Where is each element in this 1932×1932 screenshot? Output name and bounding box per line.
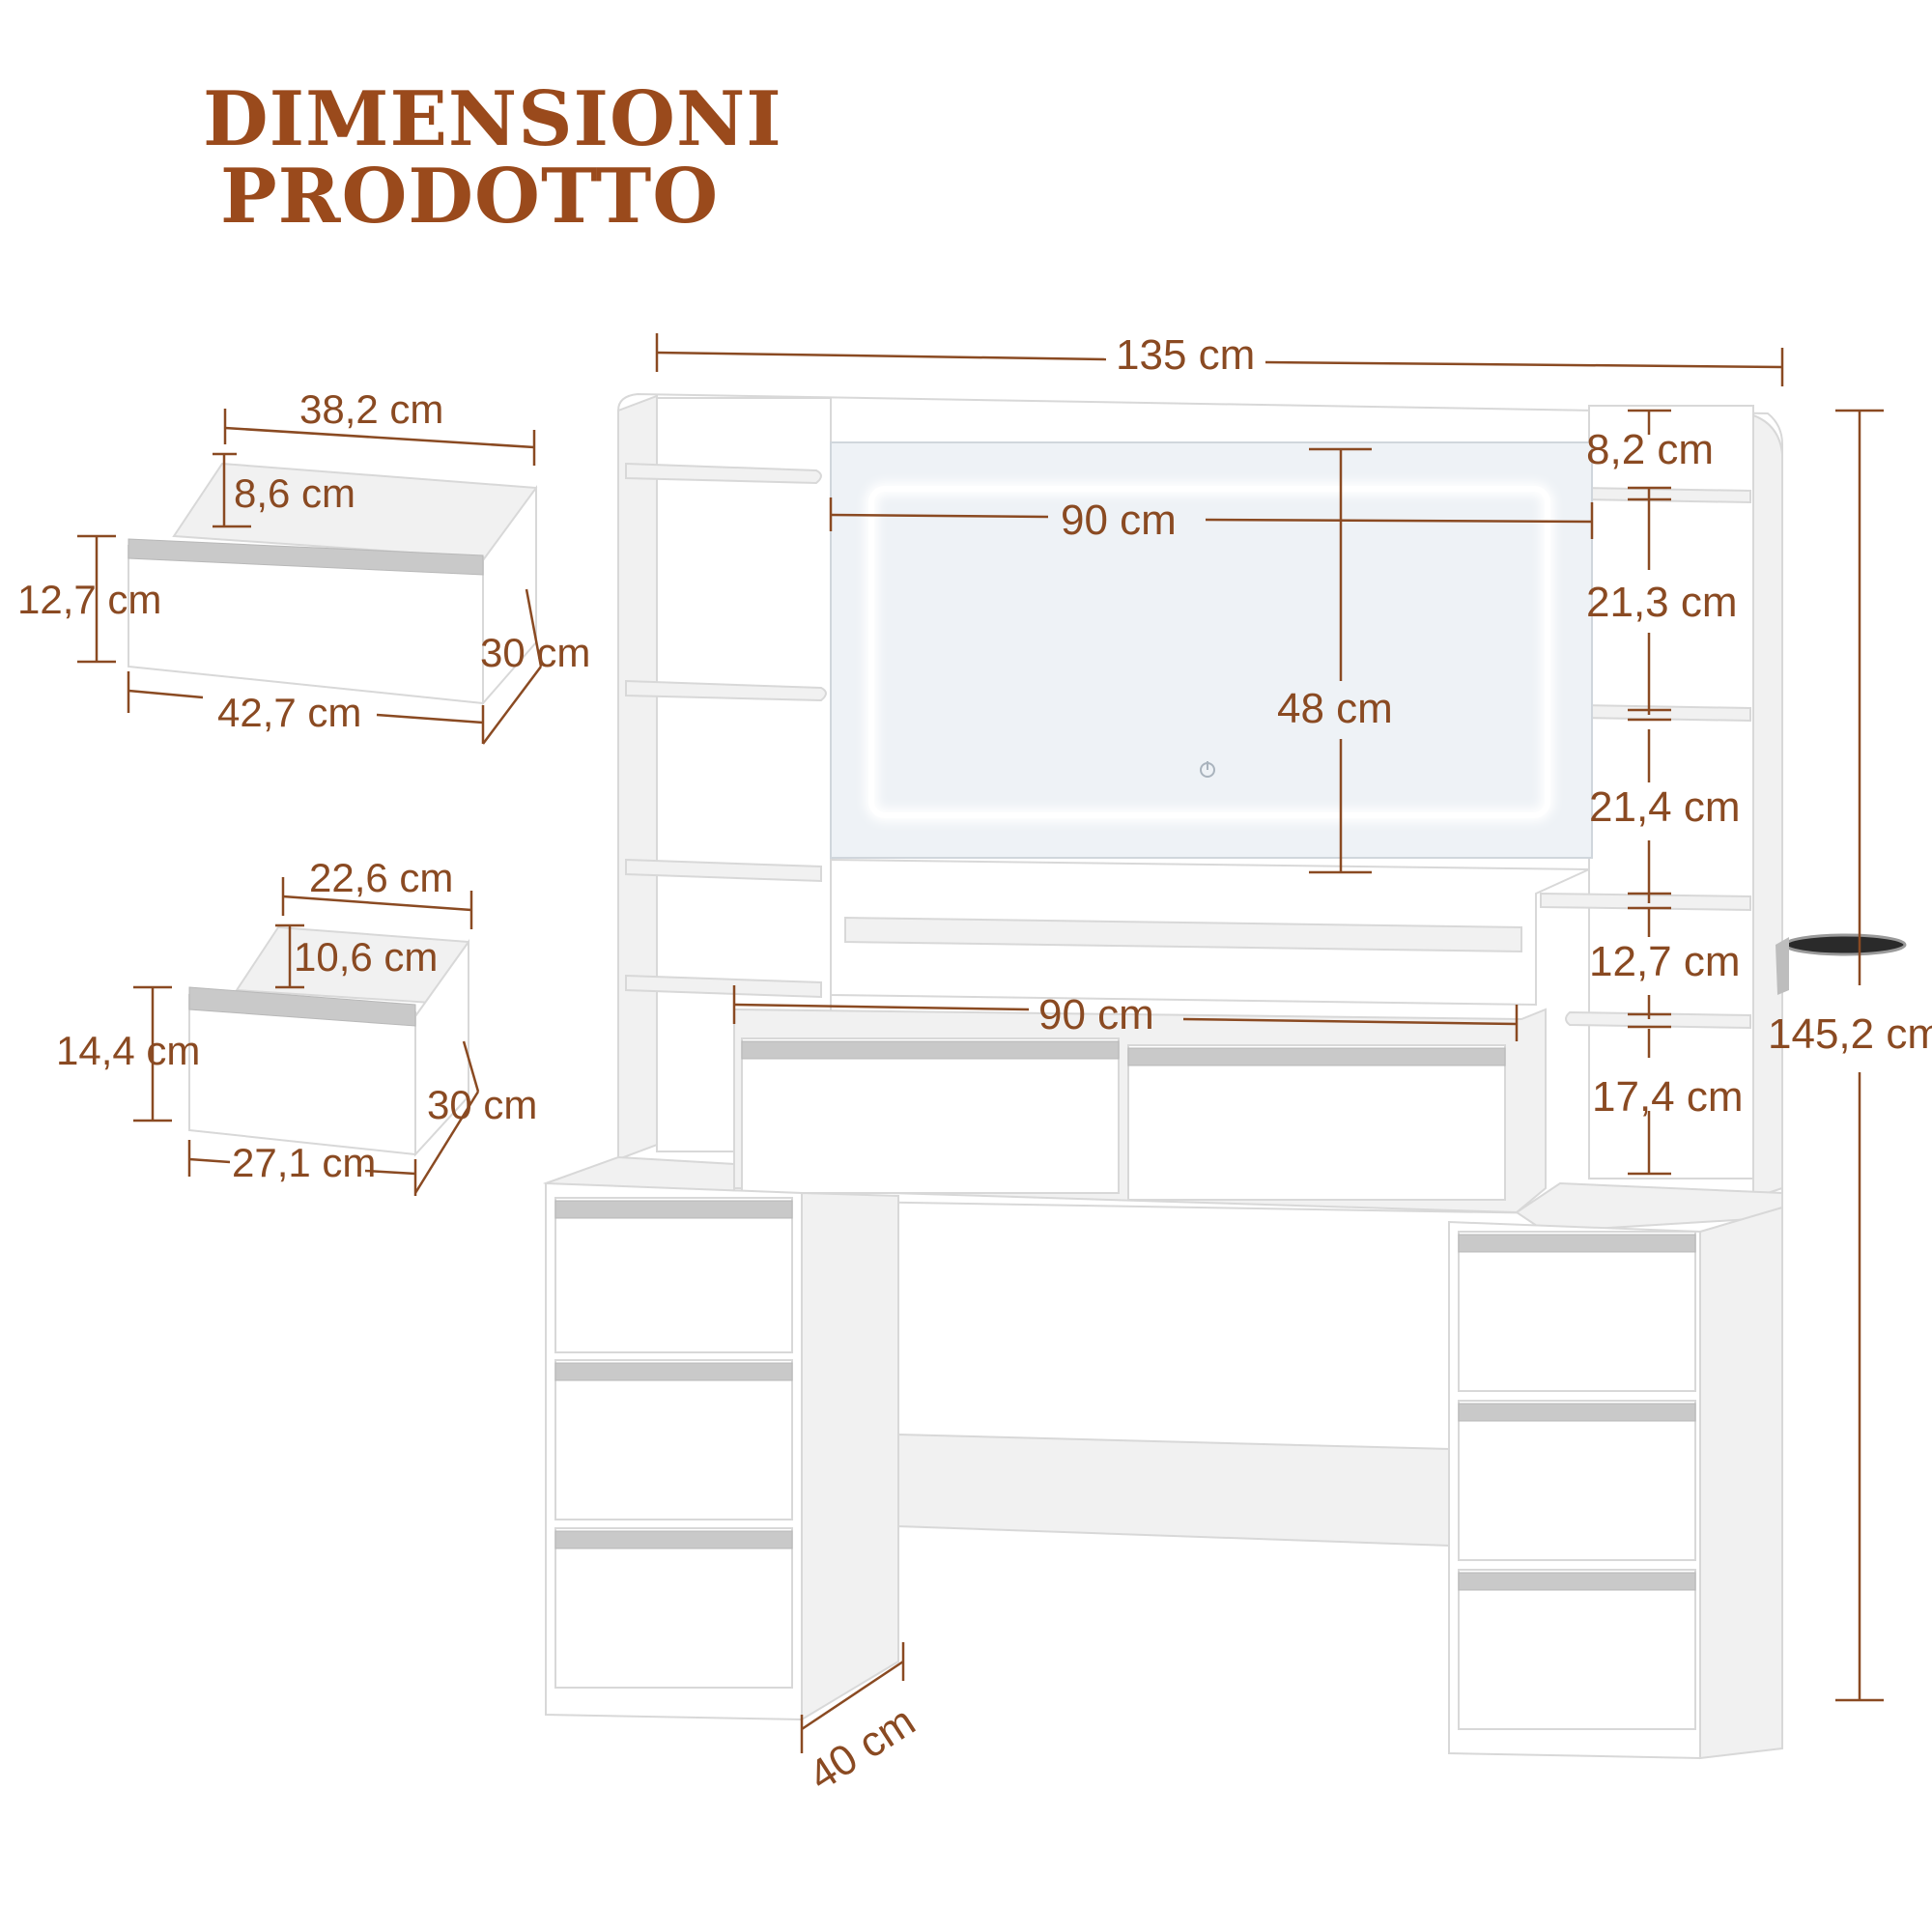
dim-mirror-height: 48 cm bbox=[1277, 685, 1393, 732]
dim-small-drawer-front-width: 27,1 cm bbox=[232, 1140, 376, 1185]
dim-shelf-gap-5: 17,4 cm bbox=[1592, 1073, 1744, 1121]
left-shelf-2 bbox=[625, 679, 827, 702]
left-pedestal-side bbox=[801, 1191, 899, 1721]
back-rail bbox=[897, 1433, 1450, 1548]
center-drawer-right-handle[interactable] bbox=[1127, 1047, 1506, 1066]
large-drawer-detail bbox=[77, 409, 543, 745]
right-shelf-4 bbox=[1565, 1010, 1751, 1030]
right-drawer-1[interactable] bbox=[1458, 1231, 1696, 1392]
hutch-left-side bbox=[617, 394, 658, 1161]
power-icon[interactable] bbox=[1200, 761, 1215, 778]
cup-holder-icon bbox=[1776, 933, 1907, 995]
dim-shelf-gap-2: 21,3 cm bbox=[1586, 579, 1738, 626]
dim-drawer-section-width: 90 cm bbox=[1038, 991, 1154, 1038]
small-drawer-detail bbox=[133, 877, 480, 1196]
left-drawer-1-handle[interactable] bbox=[554, 1200, 793, 1219]
dim-mirror-width: 90 cm bbox=[1061, 497, 1177, 544]
dim-large-drawer-top-width: 38,2 cm bbox=[299, 386, 443, 432]
mirror-led-strip bbox=[868, 486, 1550, 818]
left-drawer-2-handle[interactable] bbox=[554, 1362, 793, 1381]
dimension-lines bbox=[655, 333, 1884, 1753]
center-drawer-left[interactable] bbox=[741, 1037, 1120, 1194]
left-shelf-3 bbox=[625, 858, 822, 883]
dim-shelf-gap-1: 8,2 cm bbox=[1586, 426, 1714, 473]
dim-total-width: 135 cm bbox=[1116, 331, 1255, 379]
right-drawer-2[interactable] bbox=[1458, 1400, 1696, 1561]
dim-total-height: 145,2 cm bbox=[1768, 1010, 1932, 1058]
right-drawer-1-handle[interactable] bbox=[1458, 1234, 1696, 1253]
dim-small-drawer-inner-height: 10,6 cm bbox=[294, 934, 438, 980]
dim-small-drawer-front-height: 14,4 cm bbox=[56, 1028, 200, 1073]
left-drawer-1[interactable] bbox=[554, 1197, 793, 1353]
dim-large-drawer-front-height: 12,7 cm bbox=[17, 577, 161, 622]
dim-shelf-gap-4: 12,7 cm bbox=[1589, 938, 1741, 985]
dim-large-drawer-inner-height: 8,6 cm bbox=[234, 470, 355, 516]
title-line-2: PRODOTTO bbox=[220, 153, 719, 241]
left-drawer-3-handle[interactable] bbox=[554, 1530, 793, 1549]
left-shelf-4 bbox=[625, 974, 822, 999]
left-drawer-2[interactable] bbox=[554, 1359, 793, 1520]
right-shelf-3 bbox=[1540, 892, 1751, 912]
right-pedestal-side bbox=[1699, 1206, 1783, 1760]
dim-large-drawer-front-width: 42,7 cm bbox=[217, 690, 361, 735]
vanity-desk bbox=[542, 392, 1907, 1760]
left-shelf-1 bbox=[625, 462, 822, 485]
dim-large-drawer-depth: 30 cm bbox=[480, 630, 590, 675]
right-shelf-2 bbox=[1575, 703, 1751, 723]
center-drawer-right[interactable] bbox=[1127, 1044, 1506, 1201]
hutch-right-side bbox=[1752, 413, 1783, 1200]
left-drawer-3[interactable] bbox=[554, 1527, 793, 1689]
right-drawer-3[interactable] bbox=[1458, 1569, 1696, 1730]
large-drawer-handle bbox=[128, 538, 484, 576]
dim-depth: 40 cm bbox=[801, 1697, 923, 1800]
title-line-1: DIMENSIONI bbox=[203, 75, 782, 163]
tray-front-edge bbox=[844, 916, 1522, 953]
mirror bbox=[830, 441, 1593, 859]
small-drawer-handle bbox=[188, 986, 416, 1027]
dim-shelf-gap-3: 21,4 cm bbox=[1589, 783, 1741, 831]
dim-small-drawer-depth: 30 cm bbox=[427, 1082, 537, 1127]
dim-small-drawer-top-width: 22,6 cm bbox=[309, 855, 453, 900]
right-drawer-3-handle[interactable] bbox=[1458, 1572, 1696, 1591]
right-drawer-2-handle[interactable] bbox=[1458, 1403, 1696, 1422]
center-drawer-left-handle[interactable] bbox=[741, 1040, 1120, 1060]
